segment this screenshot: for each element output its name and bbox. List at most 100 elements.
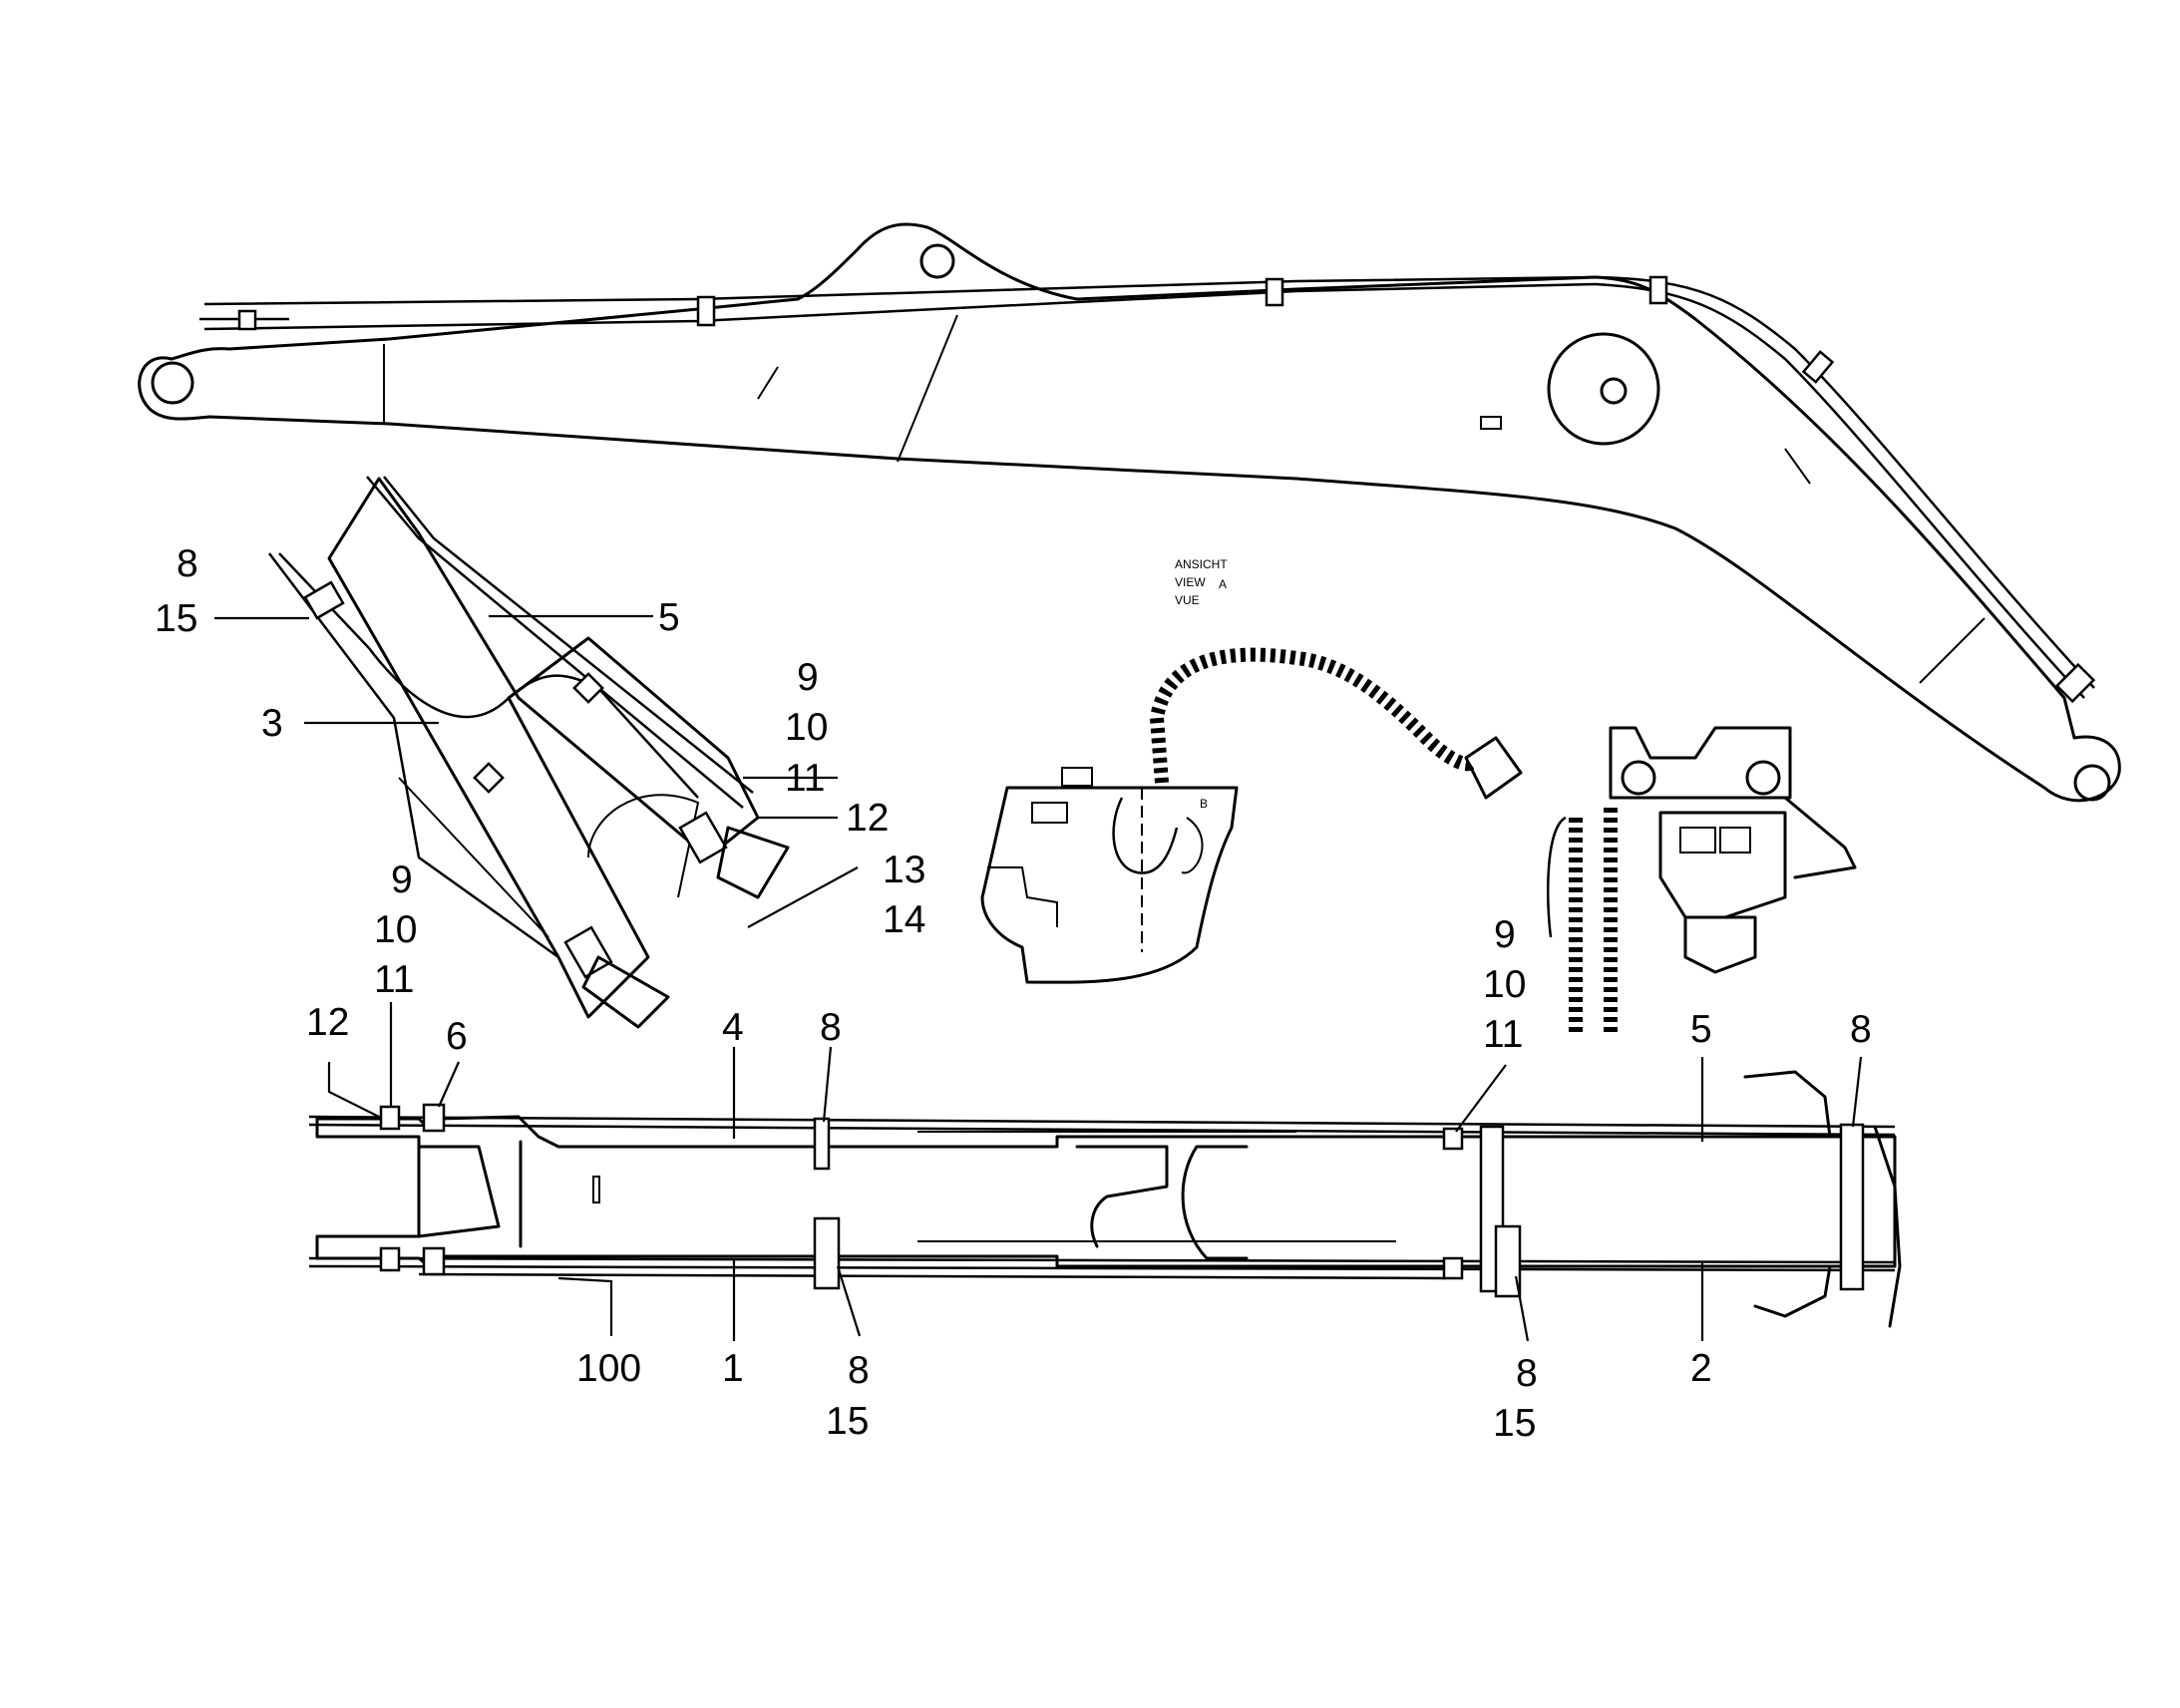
leader-100 bbox=[557, 1276, 613, 1336]
view-a-housing bbox=[980, 786, 1239, 984]
callout-12-left: 12 bbox=[306, 1001, 349, 1044]
frame-center-cutout bbox=[1075, 1145, 1169, 1248]
fitting-upper-left bbox=[379, 1105, 401, 1131]
boom-rib-mark-1 bbox=[757, 366, 779, 400]
valve-port-1 bbox=[1679, 827, 1716, 854]
boom-hydraulic-pipe-upper bbox=[203, 275, 2095, 689]
callout-15-bottom-right: 15 bbox=[1493, 1402, 1536, 1445]
boom-rib-mark-2 bbox=[1784, 448, 1811, 485]
boom-clamp-1 bbox=[237, 309, 257, 331]
right-frame-arm bbox=[1783, 796, 1857, 879]
callout-12-mid: 12 bbox=[846, 797, 889, 840]
leader-12-left bbox=[327, 1062, 380, 1118]
callout-11-right: 11 bbox=[1483, 1013, 1524, 1056]
arm-bracket-tab bbox=[716, 826, 790, 899]
view-a-box-2 bbox=[1061, 767, 1093, 787]
arm-clamp-bottom bbox=[563, 925, 613, 979]
valve-port-2 bbox=[1719, 827, 1751, 854]
callout-10-mid: 10 bbox=[785, 706, 828, 749]
callout-3: 3 bbox=[261, 702, 283, 745]
arm-pipe-bottom bbox=[398, 777, 549, 938]
leader-8-right bbox=[1851, 1056, 1863, 1128]
lower-pipe-c bbox=[418, 1272, 1447, 1280]
boom-outline bbox=[138, 222, 2121, 803]
view-label-line2: VIEW bbox=[1175, 575, 1206, 589]
clamp-right-column bbox=[1839, 1123, 1865, 1291]
bracket-plate bbox=[1609, 726, 1792, 800]
callout-13: 13 bbox=[883, 849, 925, 891]
callout-9-mid: 9 bbox=[797, 656, 819, 699]
callout-5-top: 5 bbox=[658, 596, 680, 639]
view-a-connector bbox=[1464, 736, 1523, 800]
callout-8-bottom-right: 8 bbox=[1516, 1352, 1538, 1395]
boom-tip-pin-eye bbox=[2073, 764, 2111, 802]
frame-right-casting bbox=[1873, 1125, 1902, 1328]
fitting-upper-mid bbox=[1442, 1127, 1464, 1151]
arm-clamp-mid bbox=[678, 811, 728, 864]
boom-section-line-3 bbox=[1919, 617, 1986, 684]
leader-6 bbox=[437, 1061, 461, 1108]
leader-8-left bbox=[822, 1046, 833, 1123]
frame-inner-left bbox=[417, 1145, 501, 1238]
callout-8-bottom-left: 8 bbox=[848, 1349, 870, 1392]
bracket-hole-left bbox=[1621, 760, 1656, 796]
arm-pipe-b bbox=[383, 476, 754, 794]
callout-11-mid: 11 bbox=[785, 757, 826, 800]
lower-pipe-a bbox=[308, 1256, 1896, 1264]
lower-pipe-b bbox=[308, 1264, 1896, 1272]
view-a-detail: ANSICHT VIEW A VUE B bbox=[980, 557, 1523, 984]
arm-outline bbox=[327, 477, 760, 1019]
boom-foot-pin-eye bbox=[151, 361, 194, 405]
top-lug-pin-eye bbox=[919, 243, 955, 279]
view-a-hose bbox=[1149, 647, 1476, 784]
callout-9-right: 9 bbox=[1494, 913, 1516, 956]
arm-pipe-a bbox=[366, 476, 744, 809]
frame-right-cutout bbox=[1181, 1145, 1249, 1260]
right-bracket-detail bbox=[1546, 726, 1857, 1037]
clamp-mid-lower bbox=[1494, 1224, 1522, 1298]
bottom-frame-assembly bbox=[308, 1070, 1902, 1328]
arm-pipe-3 bbox=[278, 552, 699, 799]
clamp-lower-left-8 bbox=[813, 1216, 841, 1290]
view-a-inner-hose bbox=[1112, 797, 1179, 874]
leader-11-right bbox=[1455, 1064, 1507, 1133]
callout-5-right: 5 bbox=[1690, 1008, 1712, 1051]
callout-10-right: 10 bbox=[1483, 963, 1526, 1006]
callout-2: 2 bbox=[1690, 1347, 1712, 1390]
fitting-lower-6 bbox=[422, 1246, 446, 1276]
cylinder-pin-boss bbox=[1547, 332, 1660, 446]
callout-14: 14 bbox=[883, 898, 925, 941]
leader-8-bottom-right bbox=[1514, 1275, 1530, 1342]
frame-marker bbox=[592, 1176, 600, 1203]
arm-clamp-small bbox=[572, 672, 604, 704]
detail-letter-b: B bbox=[1200, 797, 1208, 811]
bracket-hole-right bbox=[1745, 760, 1781, 796]
cylinder-pin bbox=[1600, 377, 1628, 405]
leader-13 bbox=[747, 866, 859, 928]
upper-pipe-b bbox=[308, 1123, 1896, 1137]
callout-15-bottom-left: 15 bbox=[826, 1400, 869, 1443]
callout-8-top: 8 bbox=[177, 542, 198, 585]
frame-left-yoke bbox=[315, 1117, 421, 1260]
callout-8-left: 8 bbox=[820, 1006, 842, 1049]
boom-clamp-4 bbox=[1648, 275, 1668, 305]
fitting-lower-mid bbox=[1442, 1256, 1464, 1280]
cylinder-bulge bbox=[587, 794, 700, 898]
boom-clamp-6 bbox=[2054, 662, 2096, 704]
boom-section-line-2 bbox=[897, 314, 958, 463]
upper-pipe-a bbox=[308, 1115, 1896, 1129]
drag-chain-curve bbox=[1546, 816, 1567, 938]
view-label-line1: ANSICHT bbox=[1175, 557, 1228, 571]
view-a-box-1 bbox=[1031, 802, 1068, 824]
fitting-lower-left bbox=[379, 1246, 401, 1272]
boom-plate-mark bbox=[1480, 416, 1502, 430]
callout-11-left: 11 bbox=[374, 958, 415, 1001]
diagonal-arm-detail bbox=[268, 476, 790, 1029]
boom-clamp-5 bbox=[1801, 350, 1835, 384]
valve-block-lower bbox=[1683, 915, 1757, 974]
callout-9-left: 9 bbox=[391, 858, 413, 901]
clamp-upper-left-8 bbox=[813, 1117, 831, 1171]
callout-100: 100 bbox=[576, 1347, 641, 1390]
frame-right-end bbox=[1743, 1070, 1897, 1318]
callout-15-top: 15 bbox=[155, 597, 197, 640]
